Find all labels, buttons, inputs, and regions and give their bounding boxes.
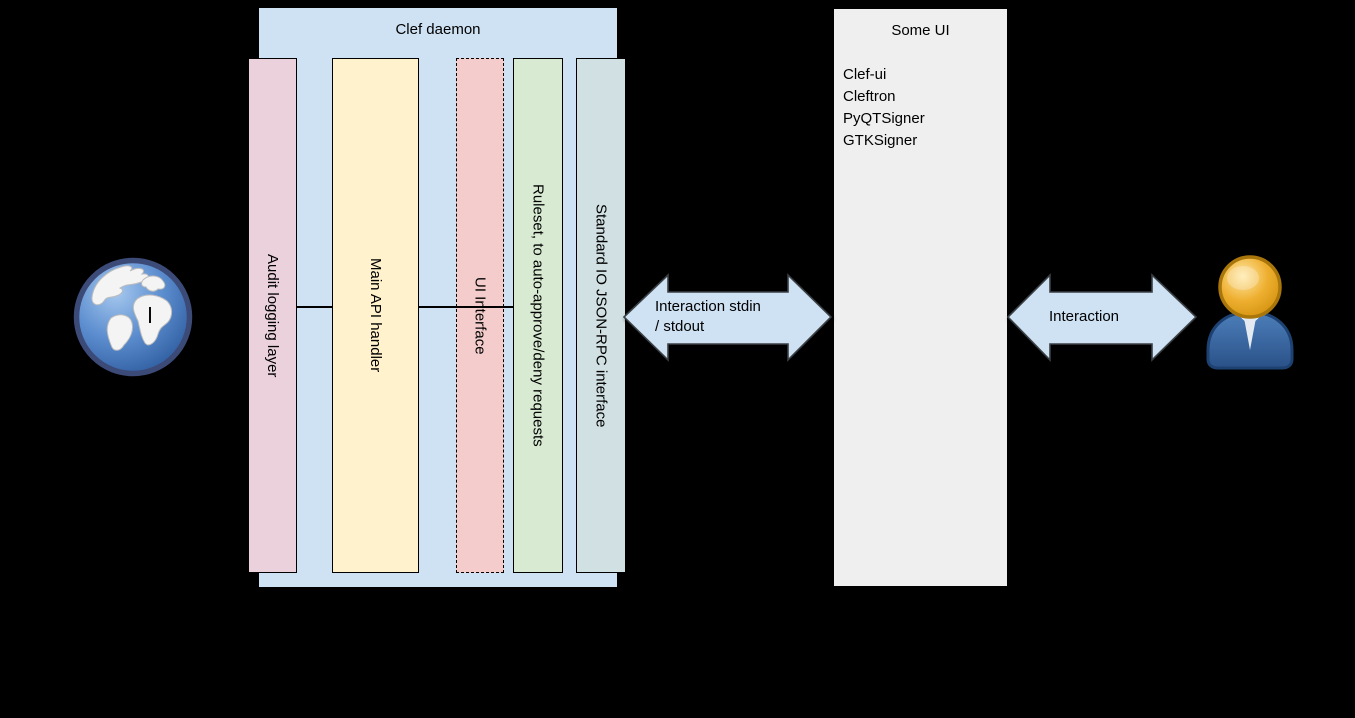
user-icon [1206, 255, 1294, 370]
globe-icon [73, 257, 193, 377]
some-ui-title: Some UI [891, 22, 950, 39]
layer-ruleset-label: Ruleset, to auto-approve/deny requests [529, 184, 547, 447]
layer-ui-interface-label: UI Interface [471, 276, 489, 355]
connector-api-to-ruleset [419, 306, 513, 308]
interaction-arrow [1006, 273, 1198, 362]
ui-list-item: PyQTSigner [843, 110, 925, 127]
connector-audit-to-api [297, 306, 332, 308]
layer-ui-interface: UI Interface [456, 58, 504, 573]
layer-audit-logging: Audit logging layer [248, 58, 297, 573]
layer-stdio-jsonrpc: Standard IO JSON-RPC interface [576, 58, 626, 573]
layer-audit-logging-label: Audit logging layer [264, 253, 281, 378]
ui-list-item: Cleftron [843, 88, 896, 105]
ui-list-item: Clef-ui [843, 66, 887, 83]
some-ui-list: Clef-ui Cleftron PyQTSigner GTKSigner [843, 64, 925, 152]
stdin-arrow-label: Interaction stdin / stdout [655, 298, 761, 335]
stdin-stdout-arrow [622, 273, 833, 362]
some-ui-box: Some UI Clef-ui Cleftron PyQTSigner GTKS… [833, 8, 1008, 587]
clef-daemon-box: Clef daemon [258, 7, 618, 588]
layer-main-api-handler-label: Main API handler [367, 258, 384, 373]
layer-stdio-jsonrpc-label: Standard IO JSON-RPC interface [592, 203, 610, 428]
clef-daemon-title: Clef daemon [395, 21, 481, 38]
layer-main-api-handler: Main API handler [332, 58, 419, 573]
interaction-arrow-label: Interaction [1048, 308, 1120, 325]
layer-ruleset: Ruleset, to auto-approve/deny requests [513, 58, 563, 573]
ui-list-item: GTKSigner [843, 132, 918, 149]
caret-artifact [149, 307, 151, 323]
